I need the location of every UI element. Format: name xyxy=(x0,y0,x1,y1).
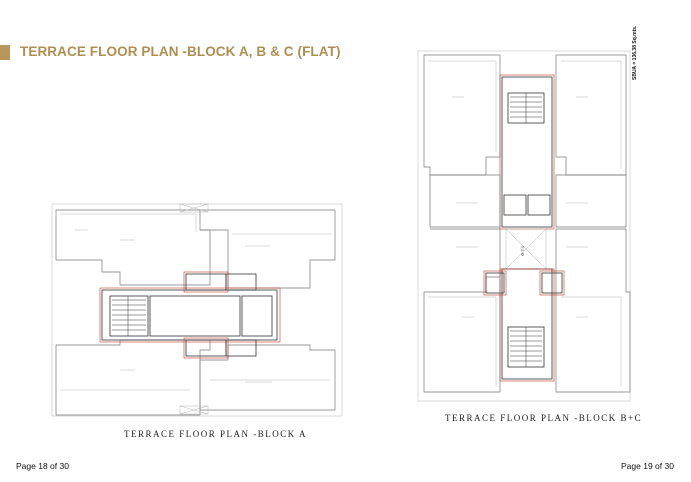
floor-plan-block-bc: O.T.S xyxy=(417,50,631,402)
sbua-label: SBUA = 136.38 Sq.mts. xyxy=(632,25,638,80)
caption-block-bc: TERRACE FLOOR PLAN -BLOCK B+C xyxy=(445,413,643,423)
title-accent-bar xyxy=(0,45,10,60)
page-number-left: Page 18 of 30 xyxy=(16,461,69,471)
floor-plan-block-a xyxy=(51,203,343,417)
page-number-right: Page 19 of 30 xyxy=(621,461,674,471)
ots-label: O.T.S xyxy=(520,246,525,256)
caption-block-a: TERRACE FLOOR PLAN -BLOCK A xyxy=(124,429,308,439)
page-title: TERRACE FLOOR PLAN -BLOCK A, B & C (FLAT… xyxy=(20,44,341,59)
